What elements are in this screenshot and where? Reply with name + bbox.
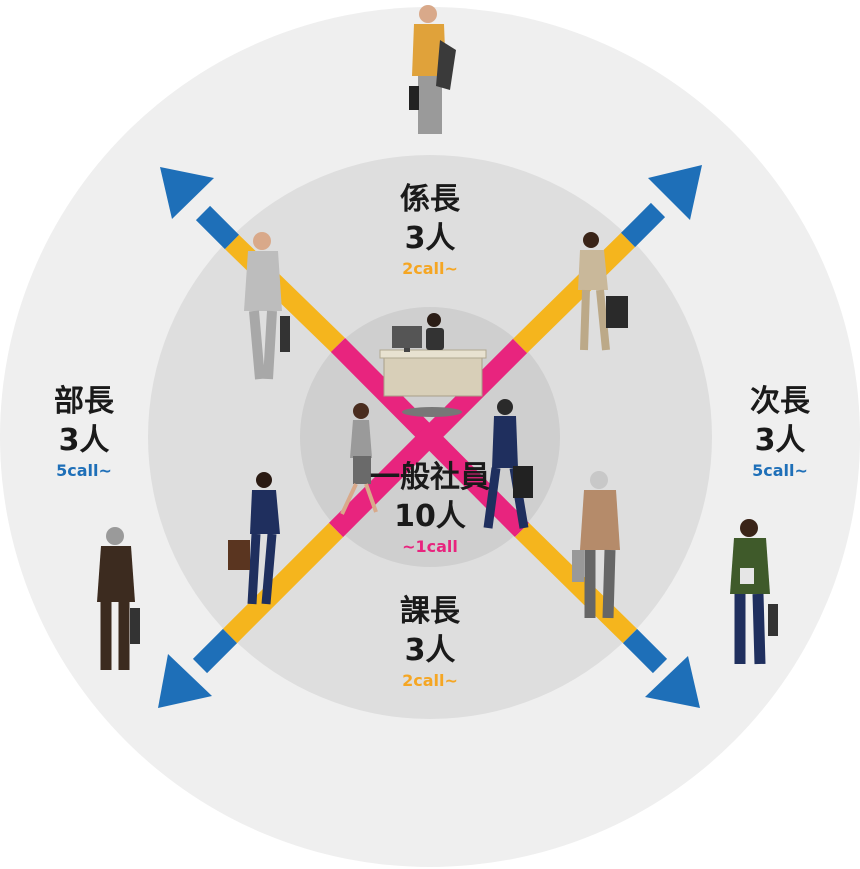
businessman-far-right-figure [730,519,778,665]
center-call: ~1call [402,537,458,556]
label-left: 部長 3人 5call~ [4,382,164,482]
arrowhead-top-right [648,165,702,220]
center-count: 10人 [394,499,466,534]
top-count: 3人 [404,221,456,256]
bottom-count: 3人 [404,633,456,668]
bottom-call: 2call~ [402,671,458,690]
businessman-upper-left-figure [244,232,290,380]
label-right: 次長 3人 5call~ [700,382,860,482]
top-title: 係長 [400,182,460,217]
left-title: 部長 [54,384,114,419]
right-call: 5call~ [752,461,808,480]
right-count: 3人 [754,423,806,458]
businessman-far-left-figure [97,527,140,670]
label-bottom: 課長 3人 2call~ [350,592,510,692]
right-title: 次長 [750,384,810,419]
left-call: 5call~ [56,461,112,480]
businessman-top-figure [409,5,456,134]
businesswoman-upper-right-figure [578,232,628,351]
top-call: 2call~ [402,259,458,278]
employee-man-figure [483,399,533,529]
arrowhead-bottom-right [645,656,700,708]
businesswoman-lower-left-figure [228,472,280,605]
center-title: 一般社員 [370,460,490,495]
employee-woman-figure [340,403,378,515]
arrowhead-bottom-left [158,654,212,708]
office-desk-illustration [379,313,487,417]
businessman-lower-right-figure [572,471,620,619]
diagonal-arrow-tr-bl [158,165,702,708]
label-top: 係長 3人 2call~ [350,180,510,280]
left-count: 3人 [58,423,110,458]
label-center: 一般社員 10人 ~1call [350,458,510,558]
arrowhead-top-left [160,167,214,219]
bottom-title: 課長 [400,594,460,629]
